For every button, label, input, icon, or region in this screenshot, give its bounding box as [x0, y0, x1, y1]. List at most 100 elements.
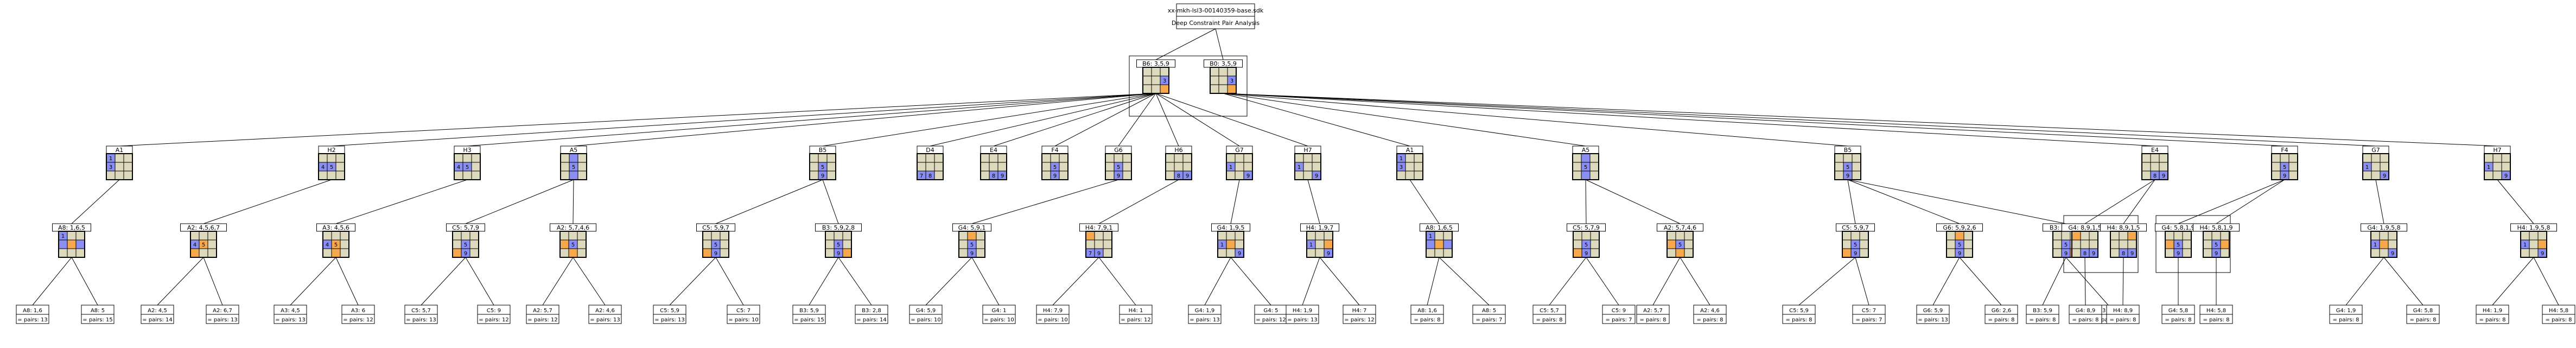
grid-cell — [702, 239, 712, 249]
cell-number: 5 — [1053, 164, 1057, 170]
grid-cell — [1160, 84, 1169, 94]
cell-number: 5 — [2177, 242, 2180, 248]
tree-edge — [71, 179, 120, 224]
grid-cell — [2492, 170, 2502, 180]
grid-border — [1217, 231, 1244, 258]
grid-cell — [322, 248, 332, 258]
tree-edge — [1155, 28, 1216, 60]
level2-node: C5: 5,9,759 — [1836, 223, 1875, 258]
grid-cell — [809, 162, 819, 172]
leaf-node: G4: 1,9= pairs: 8 — [2329, 305, 2363, 324]
grid-cell — [826, 153, 836, 163]
grid-border — [917, 153, 944, 180]
cell-number: 9 — [1186, 173, 1189, 179]
leaf-pair-count: = pairs: 7 — [1605, 317, 1632, 323]
grid-cell — [1667, 231, 1676, 241]
cell-number: 9 — [1327, 251, 1330, 257]
leaf-cell-values: H4: 1,9 — [2483, 308, 2502, 314]
leaf-pair-count: = pairs: 8 — [2409, 317, 2436, 323]
leaf-node: G4: 5= pairs: 12 — [1254, 305, 1288, 324]
grid-cell — [1294, 153, 1304, 163]
tree-edge — [203, 179, 332, 224]
cell-number: 5 — [572, 164, 575, 170]
grid-cell — [318, 170, 328, 180]
cell-number: 8 — [2153, 173, 2157, 179]
grid-cell — [2484, 170, 2494, 180]
cell-number: 8 — [992, 173, 995, 179]
node-label: A1 — [1406, 147, 1414, 154]
grid-cell — [1103, 231, 1112, 241]
grid-cell — [1235, 231, 1244, 241]
tree-edge — [1052, 257, 1099, 306]
grid-cell — [1590, 239, 1600, 249]
tree-edge — [993, 93, 1156, 147]
grid-cell — [2379, 239, 2389, 249]
grid-cell — [2165, 239, 2174, 249]
grid-cell — [1235, 239, 1244, 249]
tree-edge — [1847, 179, 1960, 224]
leaf-cell-values: H4: 7,9 — [1043, 308, 1063, 314]
cell-number: 1 — [109, 156, 112, 162]
tree-edge — [1155, 93, 1179, 147]
grid-cell — [1573, 239, 1582, 249]
f4-pair-group-box — [2155, 215, 2231, 273]
grid-cell — [2380, 162, 2389, 172]
level1-node: A55 — [560, 145, 587, 180]
grid-border — [106, 153, 133, 180]
grid-border — [1085, 231, 1112, 258]
grid-cell — [2182, 239, 2192, 249]
grid-cell — [2520, 248, 2530, 258]
grid-cell — [2119, 231, 2128, 241]
grid-cell — [335, 162, 345, 172]
grid-cell — [462, 153, 472, 163]
node-label: A8: 1,6,5 — [1426, 224, 1453, 231]
cell-number: 1 — [2365, 164, 2369, 170]
cell-number: 1 — [1229, 164, 1232, 170]
node-label: G7 — [2371, 147, 2380, 154]
grid-cell — [1059, 162, 1068, 172]
grid-cell — [1227, 84, 1237, 94]
tree-edge — [2084, 179, 2155, 224]
cell-number: 1 — [2487, 164, 2490, 170]
grid-cell — [720, 239, 729, 249]
leaf-node: A2: 4,6= pairs: 13 — [588, 305, 622, 324]
grid-cell — [1590, 231, 1600, 241]
grid-border — [318, 153, 345, 180]
grid-cell — [1226, 248, 1236, 258]
cell-number: 4 — [193, 242, 196, 248]
grid-cell — [577, 239, 587, 249]
grid-cell — [1572, 170, 1582, 180]
grid-cell — [2220, 248, 2230, 258]
tree-edge — [467, 93, 1156, 147]
leaf-node: H4: 8,9= pairs: 8 — [2106, 305, 2140, 324]
cell-number: 9 — [837, 251, 840, 257]
leaf-pair-count: = pairs: 14 — [142, 317, 172, 323]
leaf-cell-values: A3: 4,5 — [281, 308, 300, 314]
grid-cell — [1443, 231, 1453, 241]
leaf-cell-values: C5: 5,7 — [411, 308, 431, 314]
grid-cell — [720, 231, 729, 241]
grid-cell — [1426, 248, 1435, 258]
cell-number: 9 — [1097, 251, 1101, 257]
leaf-pair-count: = pairs: 15 — [82, 317, 112, 323]
cell-number: 9 — [464, 251, 467, 257]
leaf-pair-count: = pairs: 13 — [1190, 317, 1219, 323]
grid-cell — [1852, 170, 1861, 180]
grid-cell — [826, 170, 836, 180]
grid-cell — [1103, 248, 1112, 258]
grid-cell — [976, 231, 985, 241]
grid-cell — [980, 162, 990, 172]
grid-cell — [1235, 153, 1244, 163]
level2-node: C5: 5,9,759 — [696, 223, 735, 258]
grid-cell — [1142, 84, 1152, 94]
node-label: H4: 7,9,1 — [1085, 224, 1112, 231]
leaf-pair-count: = pairs: 13 — [275, 317, 305, 323]
grid-cell — [1946, 248, 1956, 258]
grid-border — [2484, 153, 2511, 180]
cell-number: 5 — [2064, 242, 2068, 248]
leaf-cell-values: G4: 1 — [991, 308, 1006, 314]
grid-cell — [1850, 231, 1860, 241]
